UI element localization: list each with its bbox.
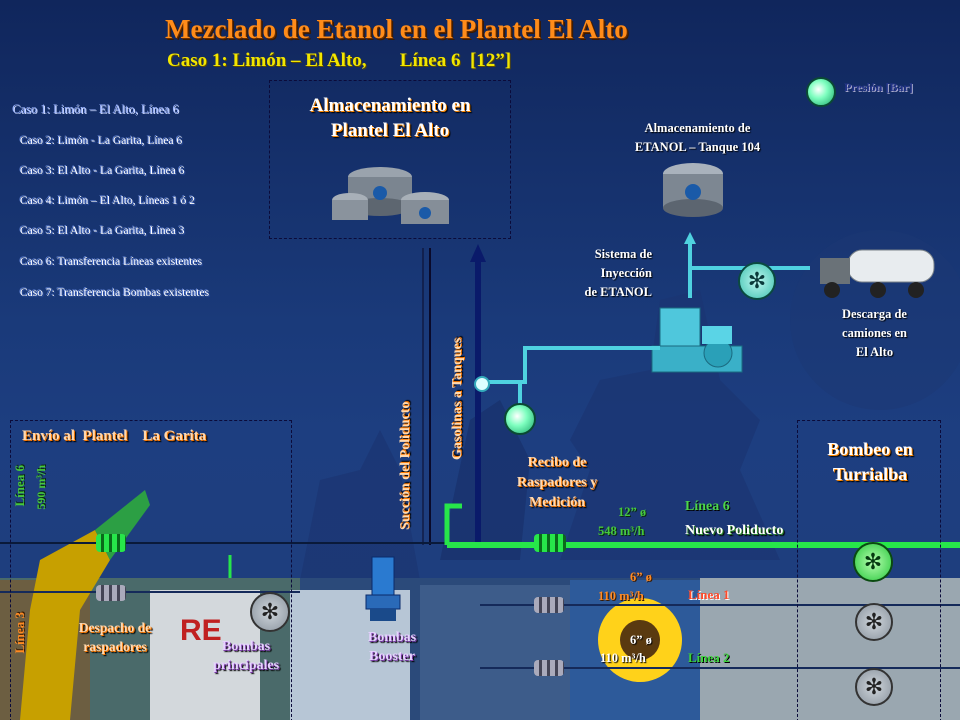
- menu-case-4[interactable]: Caso 4: Limón – El Alto, Líneas 1 ó 2: [20, 195, 196, 207]
- injection-skid-icon[interactable]: [650, 298, 745, 378]
- suction-pipe-label: Succión del Poliducto: [398, 401, 413, 530]
- booster-pumps-label: Bombas Booster: [367, 630, 417, 664]
- ethanol-tank-label-line1: Almacenamiento de: [644, 121, 751, 135]
- svg-text:RE: RE: [180, 614, 222, 647]
- truck-unload-label-line1: Descarga de: [842, 307, 907, 321]
- gasolines-to-tanks-label: Gasolinas a Tanques: [450, 337, 465, 460]
- valve-icon[interactable]: [534, 597, 564, 613]
- scraper-reception-label: Recibo de Raspadores y Medición: [516, 455, 598, 510]
- turrialba-pump-2-icon[interactable]: ✻: [855, 603, 893, 641]
- pressure-gauge-icon[interactable]: [504, 403, 536, 435]
- main-pump-icon[interactable]: ✻: [250, 592, 290, 632]
- turrialba-box: [797, 420, 941, 720]
- garita-box-label: Envío al Plantel La Garita: [22, 428, 207, 444]
- l6-diameter-label: 12” ø: [618, 505, 647, 519]
- injection-label-line3: de ETANOL: [584, 285, 653, 299]
- turrialba-box-label: Bombeo en Turrialba: [827, 439, 913, 484]
- valve-icon[interactable]: [534, 660, 564, 676]
- linea2-label: Línea 2: [688, 650, 730, 665]
- menu-case-2[interactable]: Caso 2: Limón - La Garita, Línea 6: [20, 135, 183, 147]
- linea1-label: Línea 1: [688, 587, 730, 602]
- turrialba-pump-3-icon[interactable]: ✻: [855, 668, 893, 706]
- truck-unload-label-line2: camiones en: [842, 326, 907, 340]
- injection-label-line2: Inyección: [600, 266, 652, 280]
- valve-icon[interactable]: [534, 534, 566, 552]
- scraper-dispatch-label: Despacho de raspadores: [78, 620, 152, 654]
- page-title: Mezclado de Etanol en el Plantel El Alto: [165, 14, 628, 44]
- pressure-gauge-icon[interactable]: [806, 77, 836, 107]
- garita-box: [10, 420, 292, 720]
- storage-box: [269, 80, 511, 239]
- l2-diameter-label: 6” ø: [630, 633, 652, 647]
- injection-point-icon: [474, 376, 490, 392]
- truck-unload-pump-icon[interactable]: ✻: [738, 262, 776, 300]
- valve-icon[interactable]: [96, 585, 126, 601]
- truck-unload-label-line3: El Alto: [855, 345, 894, 359]
- menu-case-5[interactable]: Caso 5: El Alto - La Garita, Línea 3: [20, 225, 185, 237]
- left-linea6-label: Línea 6: [12, 465, 27, 507]
- pressure-legend-label[interactable]: Presión [Bar]: [844, 80, 913, 94]
- injection-label: Sistema de Inyección de ETANOL: [540, 245, 653, 302]
- storage-tanks-icon: [332, 167, 449, 224]
- l6-flow-label: 548 m³/h: [598, 524, 645, 538]
- truck-icon: [820, 249, 935, 298]
- valve-icon[interactable]: [96, 534, 126, 552]
- storage-box-label: Almacenamiento en Plantel El Alto: [309, 95, 471, 141]
- l1-diameter-label: 6” ø: [630, 570, 652, 584]
- menu-case-1[interactable]: Caso 1: Limón – El Alto, Línea 6: [12, 102, 179, 116]
- main-pumps-label: Bombas principales: [212, 639, 280, 673]
- injection-label-line1: Sistema de: [594, 247, 652, 261]
- ethanol-tank-icon[interactable]: [660, 160, 726, 220]
- linea6-name-label: Línea 6: [685, 499, 730, 514]
- booster-pump-icon[interactable]: [362, 555, 404, 625]
- linea6-sub-label: Nuevo Poliducto: [685, 523, 784, 538]
- left-linea3-label: Línea 3: [12, 612, 27, 654]
- menu-case-3[interactable]: Caso 3: El Alto - La Garita, Línea 6: [20, 165, 185, 177]
- left-flow-label: 590 m³/h: [34, 465, 48, 510]
- turrialba-pump-icon[interactable]: ✻: [853, 542, 893, 582]
- ethanol-tank-label: Almacenamiento de ETANOL – Tanque 104: [595, 119, 800, 157]
- truck-unload-label: Descarga de camiones en El Alto: [812, 305, 937, 362]
- menu-case-7[interactable]: Caso 7: Transferencia Bombas existentes: [20, 287, 210, 299]
- ethanol-tank-label-line2: ETANOL – Tanque 104: [634, 140, 761, 154]
- l1-flow-label: 110 m³/h: [598, 589, 644, 603]
- page-subtitle: Caso 1: Limón – El Alto, Línea 6 [12”]: [167, 50, 512, 71]
- menu-case-6[interactable]: Caso 6: Transferencia Líneas existentes: [20, 256, 203, 268]
- l2-flow-label: 110 m³/h: [600, 651, 646, 665]
